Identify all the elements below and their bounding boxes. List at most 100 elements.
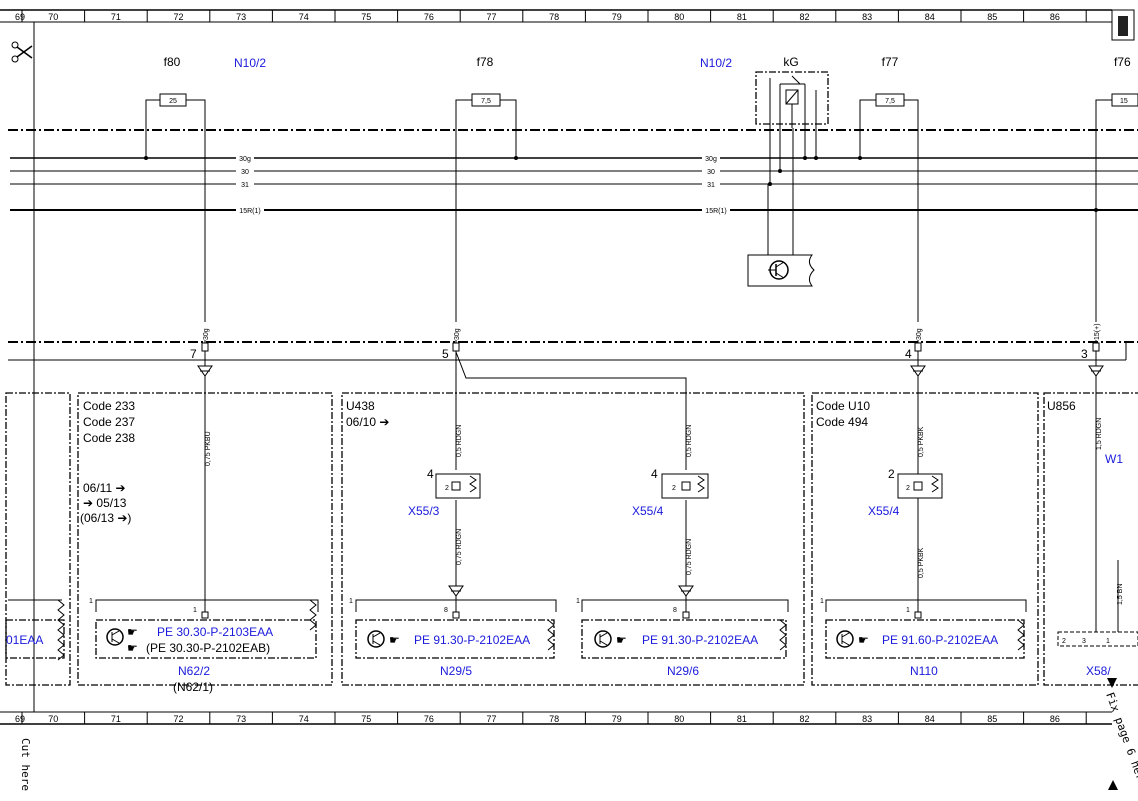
control-unit-n29-5: 1 8 ☛ PE 91.30-P-2102EAA N29/5 (349, 598, 557, 678)
svg-text:X55/3: X55/3 (408, 504, 440, 518)
bottom-ruler-column-label: 74 (299, 714, 309, 724)
svg-text:30g: 30g (705, 156, 717, 163)
transistor-icon (367, 630, 385, 648)
cut-here-label: Cut here (19, 738, 32, 791)
svg-text:(N62/1): (N62/1) (173, 680, 213, 694)
top-ruler-column-label: 77 (486, 12, 496, 22)
svg-text:7,5: 7,5 (481, 98, 491, 105)
svg-text:15R(1): 15R(1) (239, 208, 260, 215)
transistor-icon (836, 630, 854, 648)
svg-text:2: 2 (445, 485, 449, 492)
top-ruler-column-label: 79 (612, 12, 622, 22)
svg-text:4: 4 (651, 467, 658, 481)
hand-pointer-icon: ☛ (127, 625, 138, 639)
bus-labels-right: 30g 30 31 15R(1) (702, 153, 730, 215)
svg-text:4: 4 (905, 347, 912, 361)
top-ruler-column-label: 81 (737, 12, 747, 22)
section-u438: U438 06/10 ➔ (346, 399, 389, 429)
vertical-wires-upper (204, 128, 1097, 370)
svg-text:X55/4: X55/4 (632, 504, 664, 518)
bottom-ruler-column-label: 84 (925, 714, 935, 724)
svg-text:8: 8 (673, 607, 677, 614)
sam-label-right: N10/2 (700, 56, 732, 70)
fuse-feeds (144, 128, 1098, 255)
svg-text:0,5 RDGN: 0,5 RDGN (686, 425, 693, 457)
connector-w1: W1 2 3 1 X58/ (1057, 452, 1138, 678)
top-ruler-column-label: 72 (173, 12, 183, 22)
svg-text:30: 30 (241, 169, 249, 176)
svg-text:15R(1): 15R(1) (705, 208, 726, 215)
svg-text:3: 3 (1082, 638, 1086, 645)
svg-text:X58/: X58/ (1086, 664, 1111, 678)
bottom-ruler-column-label: 69 (15, 714, 25, 724)
svg-text:1: 1 (576, 598, 580, 605)
svg-text:PE 91.60-P-2102EAA: PE 91.60-P-2102EAA (882, 633, 998, 647)
top-ruler-column-label: 86 (1050, 12, 1060, 22)
bottom-ruler-column-label: 79 (612, 714, 622, 724)
svg-text:PE 91.30-P-2102EAA: PE 91.30-P-2102EAA (414, 633, 530, 647)
bottom-ruler-column-label: 70 (48, 714, 58, 724)
wire-colour-labels: 0,75 PKBU 0,5 RDGN 0,5 RDGN 0,5 PKBK 1,5… (205, 418, 1124, 605)
scissors-icon (11, 41, 33, 63)
sam-label-left: N10/2 (234, 56, 266, 70)
bottom-ruler-column-label: 73 (236, 714, 246, 724)
fuse-f78: 7,5 (455, 93, 517, 128)
svg-text:1: 1 (906, 607, 910, 614)
relay-label: kG (783, 55, 798, 69)
svg-text:15(+): 15(+) (1094, 323, 1101, 340)
svg-text:1: 1 (820, 598, 824, 605)
fuse-f76-label: f76 (1114, 55, 1131, 69)
svg-text:☛: ☛ (127, 641, 138, 655)
svg-text:0,5 PKBK: 0,5 PKBK (918, 547, 925, 578)
top-ruler-column-label: 74 (299, 12, 309, 22)
svg-text:Fix page 6 here: Fix page 6 here (1103, 691, 1138, 789)
svg-text:N29/5: N29/5 (440, 664, 472, 678)
svg-text:2: 2 (672, 485, 676, 492)
svg-text:(PE 30.30-P-2102EAB): (PE 30.30-P-2102EAB) (146, 641, 270, 655)
fuse-f76: 15 (1095, 93, 1138, 128)
fuse-f77-label: f77 (882, 55, 899, 69)
svg-text:30g: 30g (239, 156, 251, 163)
svg-text:➔ 05/13: ➔ 05/13 (83, 496, 127, 510)
top-ruler-column-label: 83 (862, 12, 872, 22)
bus-lines (10, 157, 1138, 211)
branch-wire-n29-6 (455, 351, 687, 470)
connector-pin-numbers: 7 5 4 3 (190, 347, 1088, 361)
fuse-f77: 7,5 (859, 93, 919, 128)
svg-text:25: 25 (169, 98, 177, 105)
svg-text:3: 3 (1081, 347, 1088, 361)
control-unit-n110: 1 1 ☛ PE 91.60-P-2102EAA N110 (820, 598, 1027, 678)
svg-text:8: 8 (444, 607, 448, 614)
bottom-ruler-column-label: 71 (111, 714, 121, 724)
top-ruler-column-label: 82 (799, 12, 809, 22)
bottom-ruler-column-label: 72 (173, 714, 183, 724)
svg-text:7,5: 7,5 (885, 98, 895, 105)
svg-text:06/10 ➔: 06/10 ➔ (346, 415, 389, 429)
section-u856-title: U856 (1047, 399, 1076, 413)
svg-text:30g: 30g (454, 328, 461, 340)
svg-text:PE 30.30-P-2103EAA: PE 30.30-P-2103EAA (157, 625, 273, 639)
section-code-u10: Code U10 Code 494 (816, 399, 870, 429)
svg-text:Code U10: Code U10 (816, 399, 870, 413)
bottom-ruler-column-label: 76 (424, 714, 434, 724)
bottom-ruler-column-label: 78 (549, 714, 559, 724)
svg-text:31: 31 (707, 182, 715, 189)
control-unit-left-cut: 01EAA (5, 599, 65, 661)
connector-arrows (197, 342, 1104, 377)
svg-text:1: 1 (349, 598, 353, 605)
svg-text:7: 7 (190, 347, 197, 361)
top-ruler-column-label: 69 (15, 12, 25, 22)
relay-kg (755, 71, 829, 128)
svg-text:N29/6: N29/6 (667, 664, 699, 678)
svg-text:15: 15 (1120, 98, 1128, 105)
unit-arrows (448, 585, 694, 612)
svg-text:(06/13 ➔): (06/13 ➔) (80, 511, 131, 525)
svg-text:1,5 BN: 1,5 BN (1117, 584, 1124, 605)
hand-pointer-icon: ☛ (389, 633, 400, 647)
connector-x55-4-a: 4 2 X55/4 (632, 467, 709, 518)
bottom-ruler-column-label: 86 (1050, 714, 1060, 724)
svg-text:2: 2 (888, 467, 895, 481)
svg-text:U438: U438 (346, 399, 375, 413)
bottom-ruler-column-label: 85 (987, 714, 997, 724)
svg-text:4: 4 (427, 467, 434, 481)
